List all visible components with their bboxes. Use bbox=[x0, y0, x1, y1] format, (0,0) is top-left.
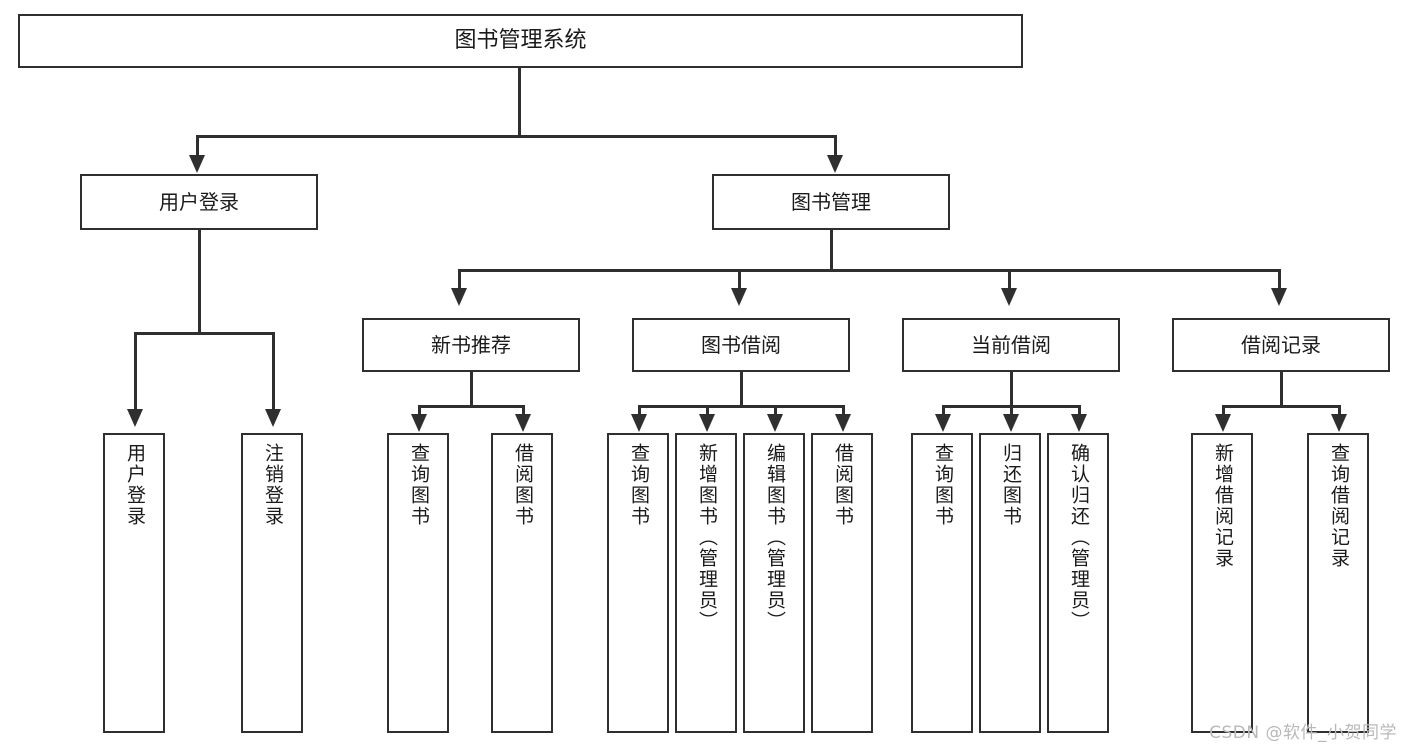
leaf-borrow-record-query[interactable]: 查询借阅记录 bbox=[1307, 433, 1369, 733]
watermark-text: CSDN @软件_小贺同学 bbox=[1209, 723, 1397, 743]
leaf-label: 借阅图书 bbox=[511, 443, 534, 527]
connector-root-stem bbox=[518, 68, 521, 137]
leaf-book-borrow-add[interactable]: 新增图书（管理员） bbox=[675, 433, 737, 733]
arrowhead-book-borrow-leaf-3 bbox=[767, 414, 783, 432]
leaf-label: 注销登录 bbox=[261, 443, 284, 527]
connector-user-login-drop-1 bbox=[134, 332, 137, 414]
leaf-new-book-query[interactable]: 查询图书 bbox=[387, 433, 449, 733]
leaf-user-login-logout[interactable]: 注销登录 bbox=[241, 433, 303, 733]
node-label: 当前借阅 bbox=[971, 332, 1051, 357]
leaf-label: 查询图书 bbox=[407, 443, 430, 527]
arrowhead-current-borrow-leaf-1 bbox=[935, 414, 951, 432]
node-borrow-record[interactable]: 借阅记录 bbox=[1172, 318, 1390, 372]
connector-book-management-drop-3 bbox=[1008, 269, 1011, 291]
connector-root-bus bbox=[196, 135, 837, 138]
leaf-label: 确认归还（管理员） bbox=[1067, 443, 1090, 632]
leaf-current-borrow-query[interactable]: 查询图书 bbox=[911, 433, 973, 733]
connector-current-borrow-drop-2 bbox=[1010, 405, 1013, 417]
connector-borrow-record-drop-2 bbox=[1338, 405, 1341, 417]
leaf-book-borrow-edit[interactable]: 编辑图书（管理员） bbox=[743, 433, 805, 733]
node-book-management[interactable]: 图书管理 bbox=[712, 174, 950, 230]
leaf-book-borrow-borrow[interactable]: 借阅图书 bbox=[811, 433, 873, 733]
arrowhead-to-book-borrow bbox=[731, 288, 747, 306]
connector-borrow-record-drop-1 bbox=[1222, 405, 1225, 417]
arrowhead-borrow-record-leaf-2 bbox=[1331, 414, 1347, 432]
connector-new-book-bus bbox=[418, 405, 525, 408]
leaf-book-borrow-query[interactable]: 查询图书 bbox=[607, 433, 669, 733]
connector-book-borrow-drop-3 bbox=[774, 405, 777, 417]
node-label: 新书推荐 bbox=[431, 332, 511, 357]
connector-current-borrow-stem bbox=[1010, 372, 1013, 408]
connector-book-management-stem bbox=[830, 230, 833, 272]
connector-book-borrow-drop-4 bbox=[842, 405, 845, 417]
arrowhead-to-book-management bbox=[827, 155, 843, 173]
node-root-book-management-system[interactable]: 图书管理系统 bbox=[18, 14, 1023, 68]
leaf-label: 新增图书（管理员） bbox=[695, 443, 718, 632]
arrowhead-borrow-record-leaf-1 bbox=[1215, 414, 1231, 432]
connector-book-management-drop-1 bbox=[458, 269, 461, 291]
connector-root-drop-left bbox=[196, 135, 199, 159]
leaf-user-login-login[interactable]: 用户登录 bbox=[103, 433, 165, 733]
arrowhead-to-borrow-record bbox=[1271, 288, 1287, 306]
connector-borrow-record-stem bbox=[1280, 372, 1283, 408]
arrowhead-current-borrow-leaf-3 bbox=[1071, 414, 1087, 432]
node-label: 用户登录 bbox=[159, 189, 239, 214]
leaf-label: 查询图书 bbox=[627, 443, 650, 527]
leaf-label: 新增借阅记录 bbox=[1211, 443, 1234, 569]
leaf-borrow-record-add[interactable]: 新增借阅记录 bbox=[1191, 433, 1253, 733]
connector-borrow-record-bus bbox=[1222, 405, 1341, 408]
arrowhead-to-user-login bbox=[189, 155, 205, 173]
arrowhead-new-book-leaf-2 bbox=[515, 414, 531, 432]
leaf-new-book-borrow[interactable]: 借阅图书 bbox=[491, 433, 553, 733]
connector-book-borrow-stem bbox=[740, 372, 743, 408]
arrowhead-new-book-leaf-1 bbox=[411, 414, 427, 432]
arrowhead-book-borrow-leaf-2 bbox=[699, 414, 715, 432]
arrowhead-user-login-child-1 bbox=[127, 409, 143, 427]
leaf-label: 归还图书 bbox=[999, 443, 1022, 527]
connector-user-login-drop-2 bbox=[272, 332, 275, 414]
node-label: 图书管理 bbox=[791, 189, 871, 214]
arrowhead-current-borrow-leaf-2 bbox=[1003, 414, 1019, 432]
node-label: 借阅记录 bbox=[1241, 332, 1321, 357]
connector-book-borrow-bus bbox=[638, 405, 845, 408]
node-label: 图书借阅 bbox=[701, 332, 781, 357]
node-current-borrow[interactable]: 当前借阅 bbox=[902, 318, 1120, 372]
leaf-current-borrow-return[interactable]: 归还图书 bbox=[979, 433, 1041, 733]
node-user-login[interactable]: 用户登录 bbox=[80, 174, 318, 230]
connector-user-login-bus bbox=[134, 332, 275, 335]
leaf-label: 查询图书 bbox=[931, 443, 954, 527]
connector-book-borrow-drop-1 bbox=[638, 405, 641, 417]
connector-book-management-drop-4 bbox=[1278, 269, 1281, 291]
connector-book-borrow-drop-2 bbox=[706, 405, 709, 417]
connector-new-book-drop-2 bbox=[522, 405, 525, 417]
arrowhead-book-borrow-leaf-1 bbox=[631, 414, 647, 432]
leaf-label: 查询借阅记录 bbox=[1327, 443, 1350, 569]
leaf-label: 编辑图书（管理员） bbox=[763, 443, 786, 632]
connector-new-book-drop-1 bbox=[418, 405, 421, 417]
connector-current-borrow-drop-3 bbox=[1078, 405, 1081, 417]
connector-book-management-bus bbox=[458, 269, 1281, 272]
connector-current-borrow-drop-1 bbox=[942, 405, 945, 417]
leaf-label: 用户登录 bbox=[123, 443, 146, 527]
arrowhead-to-new-book-recommend bbox=[451, 288, 467, 306]
connector-book-management-drop-2 bbox=[738, 269, 741, 291]
connector-root-drop-right bbox=[834, 135, 837, 159]
node-label: 图书管理系统 bbox=[454, 28, 587, 54]
node-book-borrow[interactable]: 图书借阅 bbox=[632, 318, 850, 372]
arrowhead-book-borrow-leaf-4 bbox=[835, 414, 851, 432]
connector-user-login-stem bbox=[198, 230, 201, 334]
leaf-current-borrow-confirm-return[interactable]: 确认归还（管理员） bbox=[1047, 433, 1109, 733]
arrowhead-to-current-borrow bbox=[1001, 288, 1017, 306]
arrowhead-user-login-child-2 bbox=[265, 409, 281, 427]
node-new-book-recommend[interactable]: 新书推荐 bbox=[362, 318, 580, 372]
leaf-label: 借阅图书 bbox=[831, 443, 854, 527]
connector-new-book-stem bbox=[470, 372, 473, 408]
